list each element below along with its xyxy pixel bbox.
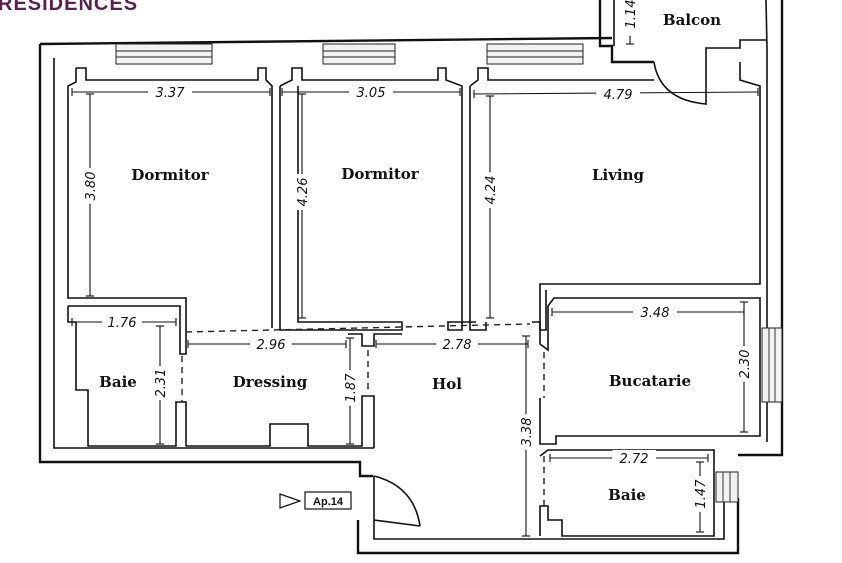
dim-baie-1-height: 2.31 bbox=[154, 369, 169, 398]
entrance-door-leaf bbox=[373, 476, 421, 527]
room-label-baie-2: Baie bbox=[608, 486, 646, 504]
balcon-walls bbox=[598, 0, 766, 105]
dim-baie-2-height: 1.47 bbox=[694, 479, 709, 509]
room-label-balcon: Balcon bbox=[663, 11, 721, 29]
room-label-dormitor-1: Dormitor bbox=[131, 166, 209, 184]
brand-logo-text: RESIDENCES bbox=[0, 0, 138, 15]
openings bbox=[181, 323, 545, 506]
dim-baie-1-width: 1.76 bbox=[108, 316, 137, 331]
room-label-living: Living bbox=[592, 166, 645, 184]
dim-dressing-width: 2.96 bbox=[257, 338, 286, 353]
room-label-dressing: Dressing bbox=[233, 373, 308, 391]
outer-wall-bottom bbox=[356, 498, 740, 555]
outer-wall-inner-bottom bbox=[373, 498, 725, 540]
wall-dormitor-2-inner bbox=[279, 86, 403, 331]
window-dormitor-1 bbox=[115, 43, 213, 65]
apartment-tag-box bbox=[304, 491, 352, 510]
dim-bucatarie-height: 2.30 bbox=[738, 350, 753, 379]
balcon-wall-left bbox=[598, 0, 654, 64]
entrance-door-swing bbox=[373, 475, 421, 527]
room-bucatarie-walls bbox=[532, 297, 761, 445]
apartment-tag: Ap.14 bbox=[279, 491, 352, 510]
wall-living-right-bottom bbox=[539, 62, 761, 331]
room-label-dormitor-2: Dormitor bbox=[341, 165, 419, 183]
wall-dormitor-2 bbox=[279, 67, 476, 331]
outer-wall-inner-left bbox=[53, 58, 374, 449]
outer-wall-top bbox=[39, 36, 613, 46]
wall-dormitor-1-right bbox=[76, 67, 273, 328]
room-label-hol: Hol bbox=[432, 375, 462, 393]
wall-dormitor-1-left-bottom bbox=[67, 68, 187, 355]
entrance-arrow-icon bbox=[279, 493, 302, 509]
window-living bbox=[486, 43, 584, 65]
outer-wall-left-bottom bbox=[38, 44, 373, 478]
opening-hallway-top bbox=[185, 323, 531, 333]
room-labels: Dormitor Dormitor Living Balcon Baie Dre… bbox=[99, 11, 721, 504]
room-living-walls bbox=[469, 62, 761, 331]
wall-bucatarie bbox=[532, 297, 761, 445]
balcon-wall-bottom bbox=[705, 39, 766, 62]
room-dormitor-1-walls bbox=[67, 67, 273, 355]
entrance-door bbox=[373, 475, 421, 527]
wall-living-top bbox=[469, 67, 654, 87]
dim-dormitor-1-height: 3.80 bbox=[84, 172, 99, 201]
wall-dressing-bottom bbox=[186, 395, 375, 448]
dim-dormitor-1-width: 3.37 bbox=[156, 86, 186, 101]
dimension-labels: 3.37 3.80 3.05 4.26 4.79 4.24 1.14 1.76 … bbox=[81, 0, 753, 512]
room-dormitor-2-walls bbox=[279, 67, 476, 331]
windows-top bbox=[115, 43, 584, 65]
dim-balcon-height: 1.14 bbox=[624, 0, 639, 28]
balcon-door-swing bbox=[653, 61, 707, 105]
dim-dressing-height: 1.87 bbox=[344, 373, 359, 403]
dim-hol-height: 3.38 bbox=[520, 418, 535, 447]
window-dormitor-2 bbox=[322, 43, 396, 65]
outer-wall-right bbox=[738, 0, 784, 457]
dim-baie-2-width: 2.72 bbox=[620, 452, 649, 467]
room-label-bucatarie: Bucatarie bbox=[609, 372, 691, 390]
apartment-tag-label: Ap.14 bbox=[313, 496, 344, 508]
window-bucatarie bbox=[761, 327, 783, 403]
outer-walls bbox=[38, 0, 784, 555]
wall-dressing-top-right bbox=[348, 333, 402, 347]
dim-hol-width: 2.78 bbox=[443, 338, 472, 353]
window-baie-2 bbox=[715, 471, 739, 503]
dim-living-width: 4.79 bbox=[604, 88, 633, 103]
outer-wall-inner-right bbox=[765, 0, 768, 442]
dim-bucatarie-width: 3.48 bbox=[641, 306, 670, 321]
room-dressing-walls bbox=[186, 333, 402, 448]
windows-right bbox=[715, 327, 783, 503]
dim-dormitor-2-width: 3.05 bbox=[357, 86, 386, 101]
dim-living-height: 4.24 bbox=[484, 176, 499, 205]
dim-dormitor-2-height: 4.26 bbox=[296, 178, 311, 207]
room-label-baie-1: Baie bbox=[99, 373, 137, 391]
wall-living-left bbox=[469, 86, 487, 331]
